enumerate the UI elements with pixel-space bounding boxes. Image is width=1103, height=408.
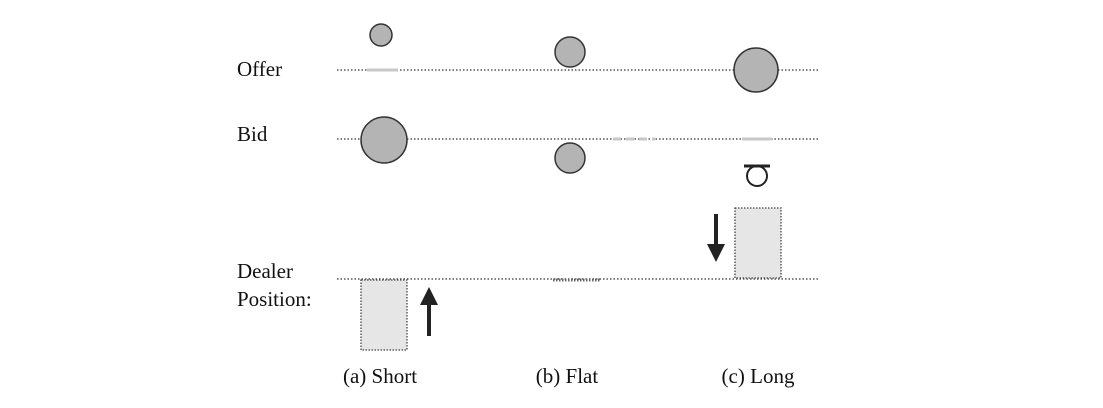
short-position-bar [360, 279, 408, 351]
bid-row-label: Bid [237, 122, 268, 146]
bid-circle-long [746, 165, 768, 187]
arrow-up-icon [420, 287, 438, 336]
dealer-label-line1: Dealer [237, 259, 293, 283]
panel-long [707, 47, 782, 279]
offer-circle-flat [554, 36, 586, 68]
bid-circle-short [360, 116, 408, 164]
caption-long: (c) Long [721, 364, 795, 388]
dealer-label-line2: Position: [237, 287, 312, 311]
dealer-position-row-label: Dealer Position: [237, 257, 312, 313]
panel-flat [553, 36, 601, 282]
offer-row-label: Offer [237, 57, 283, 81]
bid-circle-flat [554, 142, 586, 174]
offer-circle-short [369, 23, 393, 47]
caption-flat: (b) Flat [535, 364, 599, 388]
arrow-down-icon [707, 214, 725, 262]
offer-circle-long [733, 47, 779, 93]
long-position-bar [734, 207, 782, 279]
caption-short: (a) Short [342, 364, 418, 388]
panel-short [360, 23, 438, 351]
